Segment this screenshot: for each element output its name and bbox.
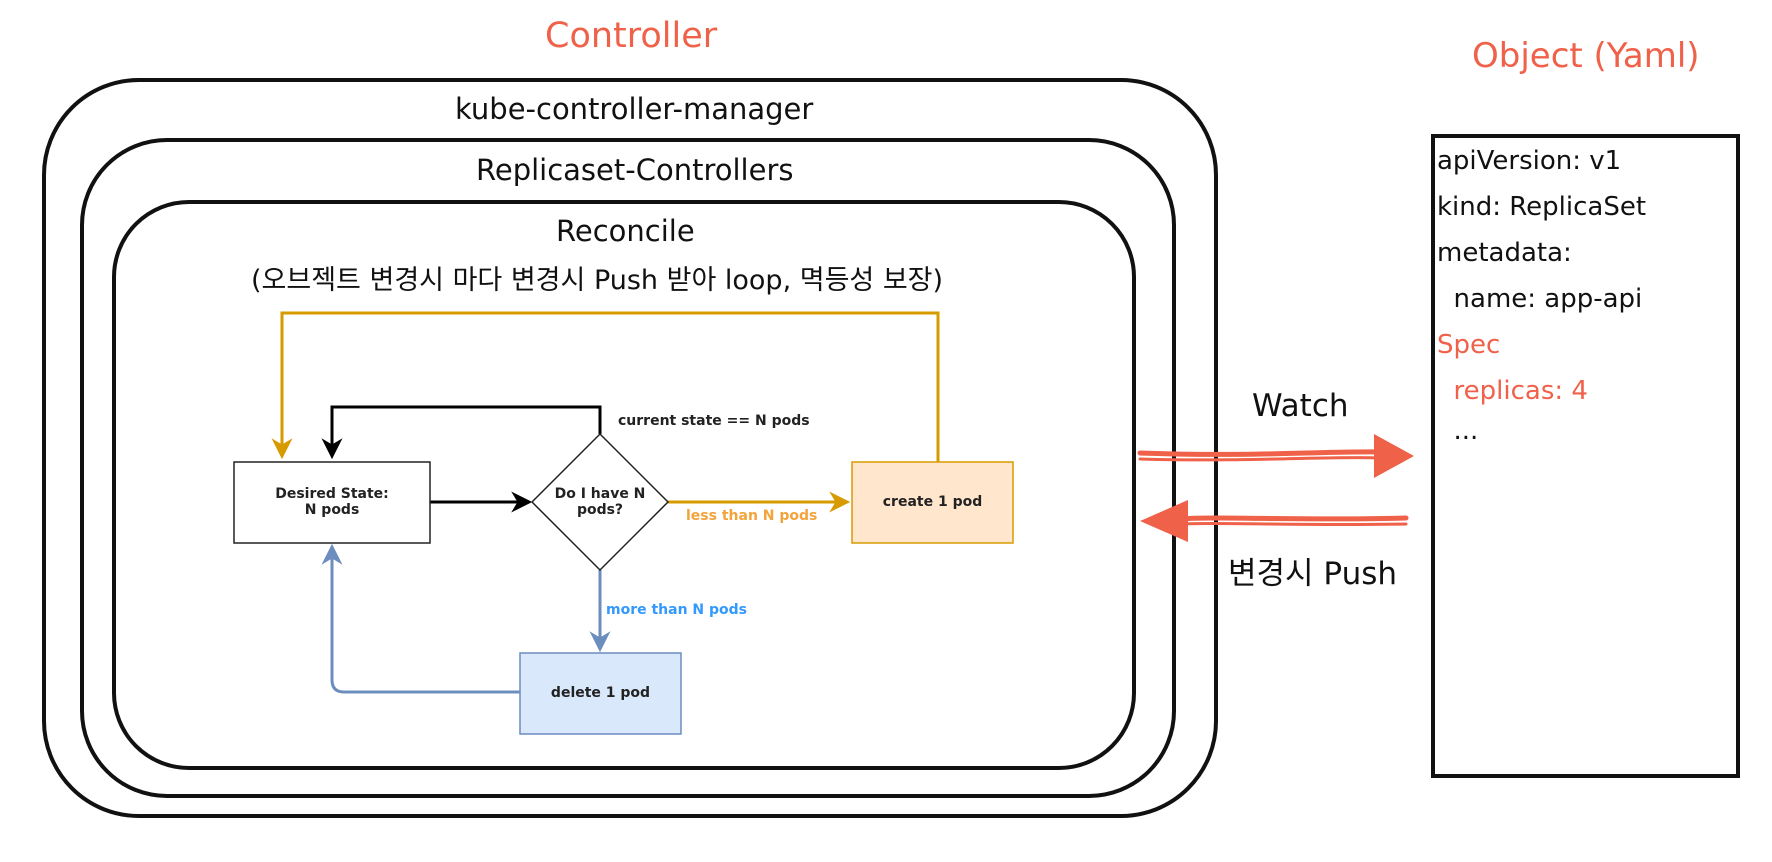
object-title: Object (Yaml)	[1472, 36, 1700, 76]
edge-label-more: more than N pods	[606, 602, 748, 618]
edge-delete-to-desired	[321, 543, 520, 694]
yaml-line-ellipsis: ...	[1437, 416, 1479, 446]
yaml-line-replicas: replicas: 4	[1437, 376, 1588, 406]
yaml-content: apiVersion: v1 kind: ReplicaSet metadata…	[1433, 136, 1738, 776]
yaml-line-spec: Spec	[1437, 330, 1501, 360]
push-label: 변경시 Push	[1228, 556, 1398, 592]
replicaset-frame-title: Replicaset-Controllers	[476, 153, 794, 187]
reconcile-note: (오브젝트 변경시 마다 변경시 Push 받아 loop, 멱등성 보장)	[251, 265, 944, 296]
edge-label-equal: current state == N pods	[618, 413, 810, 429]
kube-controller-manager-frame	[42, 78, 1218, 818]
desired-state-label: Desired State: N pods	[234, 486, 430, 518]
edge-create-to-desired	[271, 311, 940, 462]
yaml-line: apiVersion: v1	[1437, 146, 1622, 176]
reconcile-frame-title: Reconcile	[556, 214, 695, 248]
create-pod-label: create 1 pod	[882, 494, 983, 510]
decision-diamond	[530, 432, 670, 572]
yaml-line: metadata:	[1437, 238, 1572, 268]
yaml-object-box	[1431, 134, 1740, 778]
push-arrow	[1140, 500, 1409, 542]
delete-pod-box	[519, 652, 682, 735]
manager-frame-title: kube-controller-manager	[455, 92, 814, 126]
edge-decision-to-desired	[321, 405, 602, 460]
decision-line1: Do I have N	[554, 486, 646, 502]
edge-label-less: less than N pods	[686, 508, 818, 524]
desired-state-line2: N pods	[304, 502, 360, 518]
decision-line2: pods?	[576, 502, 624, 518]
yaml-line: name: app-api	[1437, 284, 1643, 314]
yaml-line: kind: ReplicaSet	[1437, 192, 1647, 222]
reconcile-frame	[112, 200, 1136, 770]
replicaset-controllers-frame	[80, 138, 1176, 798]
delete-pod-label: delete 1 pod	[550, 685, 651, 701]
desired-state-line1: Desired State:	[275, 486, 389, 502]
decision-label: Do I have N pods?	[540, 486, 660, 518]
watch-arrow	[1137, 434, 1414, 478]
controller-title: Controller	[545, 16, 718, 56]
watch-label: Watch	[1252, 388, 1349, 424]
desired-state-box	[233, 461, 431, 544]
create-pod-box	[851, 461, 1014, 544]
